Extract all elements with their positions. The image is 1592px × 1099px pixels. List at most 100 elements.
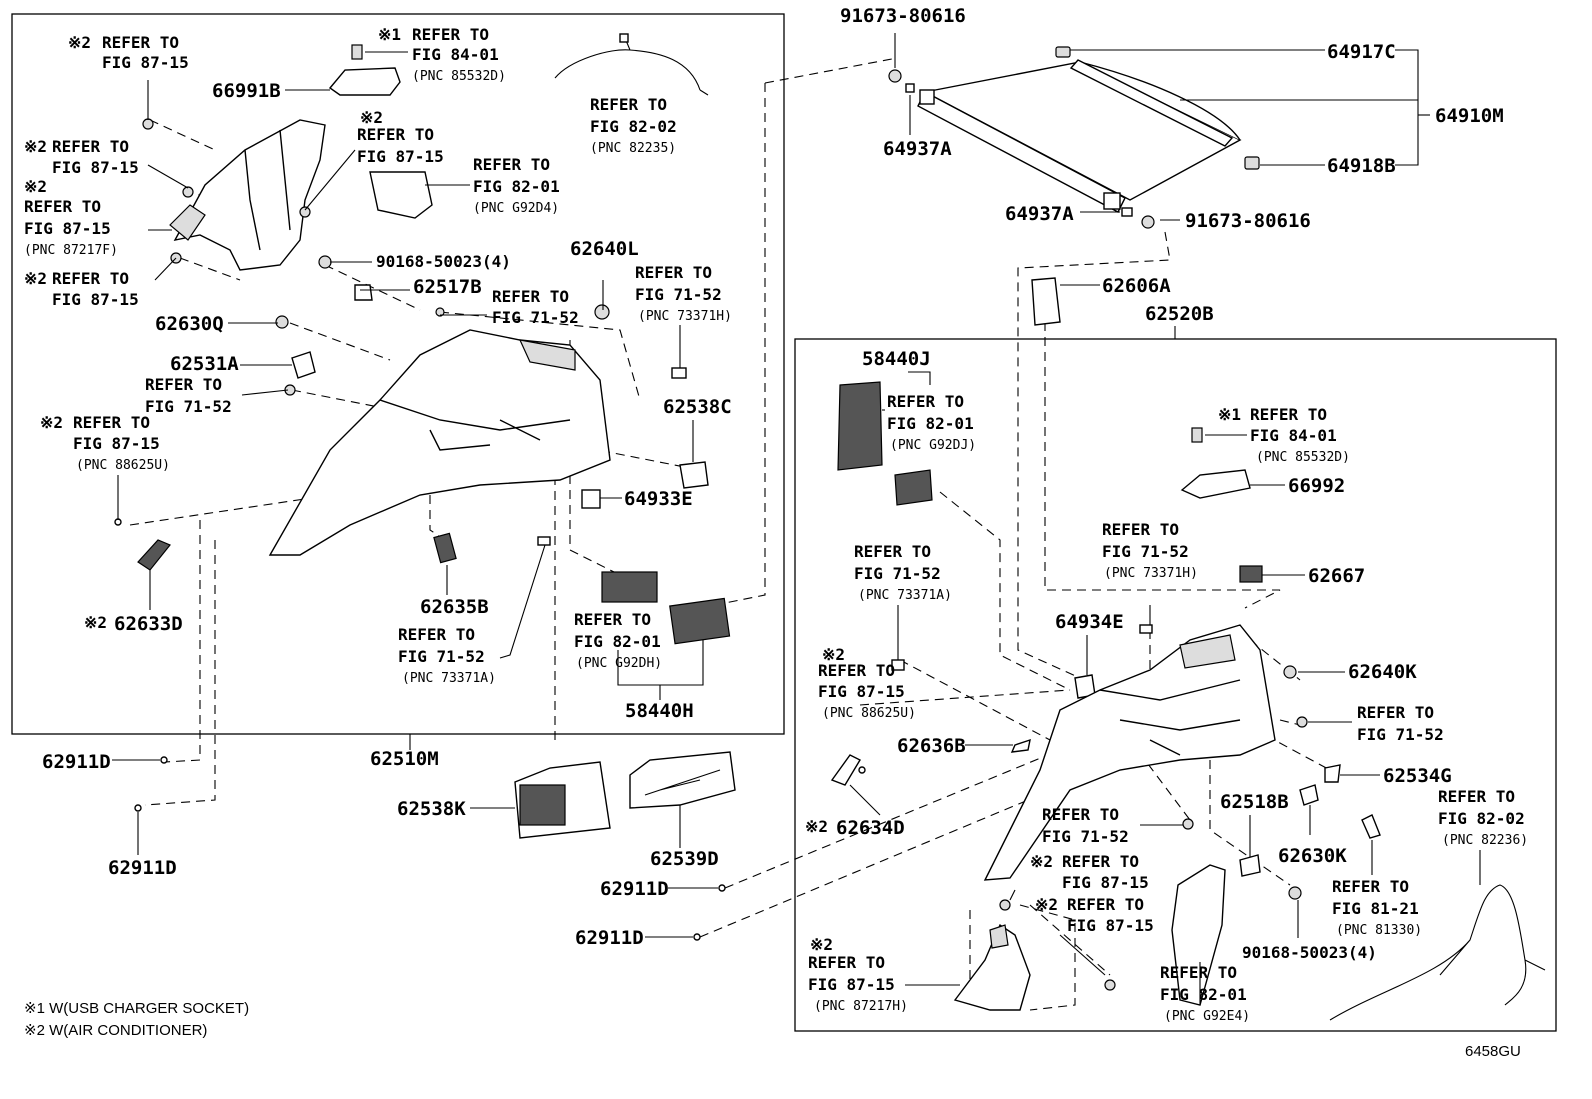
ref-text: REFER TO [52,137,129,156]
ref-text: REFER TO [887,392,964,411]
ref-mark: ※2 [40,413,63,432]
label-62539D: 62539D [650,848,719,870]
label-62635B: 62635B [420,596,489,618]
ref-mark: ※2 [822,645,845,664]
footnote-ac: ※2 W(AIR CONDITIONER) [24,1022,207,1039]
label-62911D-1: 62911D [42,751,111,773]
ref-fig: FIG 81-21 [1332,899,1419,918]
diagram-code: 6458GU [1465,1043,1521,1060]
ref-fig: FIG 87-15 [1067,916,1154,935]
label-62636B: 62636B [897,735,966,757]
ref-fig: FIG 71-52 [145,397,232,416]
grill-58440H-b [669,597,731,645]
ref-mark: ※2 [24,269,47,288]
ref-pnc: (PNC 88625U) [822,706,916,721]
part-62606A [1031,277,1061,326]
ref-pnc: (PNC 87217H) [814,999,908,1014]
ref-fig: FIG 87-15 [818,682,905,701]
ref-text: REFER TO [145,375,222,394]
label-64910M: 64910M [1435,105,1504,127]
ref-pnc: (PNC 73371A) [858,588,952,603]
vent-62633D [137,539,171,571]
ref-text: REFER TO [473,155,550,174]
label-62510M: 62510M [370,748,439,770]
ref-fig: FIG 71-52 [1102,542,1189,561]
ref-text: REFER TO [854,542,931,561]
ref-text: REFER TO [1357,703,1434,722]
ref-fig: FIG 71-52 [854,564,941,583]
ref-fig: FIG 84-01 [1250,426,1337,445]
ref-pnc: (PNC G92DJ) [890,438,976,453]
ref-mark: ※2 [24,177,47,196]
grill-58440H-a [601,571,658,603]
wire-harness-top [554,37,709,96]
ref-text: REFER TO [1042,805,1119,824]
ref-text: REFER TO [492,287,569,306]
label-62517B: 62517B [413,276,482,298]
label-66991B: 66991B [212,80,281,102]
tonneau-cover [888,46,1260,229]
left-assembly-frame [11,13,785,735]
label-62667: 62667 [1308,565,1365,587]
right-quarter-trim-main [983,624,1276,881]
ref-fig: FIG 82-01 [1160,985,1247,1004]
ref-mark: ※1 [378,25,401,44]
label-62531A: 62531A [170,353,239,375]
label-58440H: 58440H [625,700,694,722]
grill-58440J-b [894,469,933,506]
label-62630Q: 62630Q [155,313,224,335]
label-62606A: 62606A [1102,275,1171,297]
ref-mark: ※2 [805,817,828,836]
ref-pnc: (PNC 82235) [590,141,676,156]
ref-pnc: (PNC G92D4) [473,201,559,216]
ref-text: REFER TO [574,610,651,629]
ref-fig: FIG 82-02 [1438,809,1525,828]
ref-mark: ※1 [1218,405,1241,424]
ref-text: REFER TO [1250,405,1327,424]
ref-text: REFER TO [398,625,475,644]
ref-pnc: (PNC 81330) [1336,923,1422,938]
ref-text: REFER TO [1438,787,1515,806]
part-62667 [1239,565,1263,583]
label-90168-right: 90168-50023(4) [1242,943,1377,962]
ref-pnc: (PNC 73371H) [1104,566,1198,581]
ref-pnc: (PNC 85532D) [1256,450,1350,465]
ref-text: REFER TO [52,269,129,288]
labels: 91673-80616 64917C 64910M 64918B 64937A … [24,5,1528,1060]
label-62634D: 62634D [836,817,905,839]
ref-text: REFER TO [808,953,885,972]
ref-fig: FIG 82-01 [574,632,661,651]
left-upper-trim [169,119,326,271]
ref-fig: FIG 87-15 [73,434,160,453]
label-64918B: 64918B [1327,155,1396,177]
ref-mark: ※2 [84,613,107,632]
label-62630K: 62630K [1278,845,1347,867]
duct-G92E4 [1171,864,1226,1006]
ref-pnc: (PNC 85532D) [412,69,506,84]
ref-fig: FIG 87-15 [52,158,139,177]
ref-text: REFER TO [73,413,150,432]
ref-text: REFER TO [357,125,434,144]
ref-mark: ※2 [810,935,833,954]
ref-fig: FIG 71-52 [398,647,485,666]
ref-mark: ※2 [1030,852,1053,871]
wire-harness-bottom [1329,884,1546,1021]
ref-fig: FIG 71-52 [492,308,579,327]
label-62538K: 62538K [397,798,466,820]
label-62538C: 62538C [663,396,732,418]
label-62911D-4: 62911D [575,927,644,949]
label-62911D-3: 62911D [600,878,669,900]
leader-lines [112,33,1481,1005]
ref-fig: FIG 82-01 [887,414,974,433]
ref-pnc: (PNC 87217F) [24,243,118,258]
label-62534G: 62534G [1383,765,1452,787]
ref-text: REFER TO [590,95,667,114]
ref-pnc: (PNC 73371A) [402,671,496,686]
duct-air-vent [369,171,433,219]
ref-pnc: (PNC 73371H) [638,309,732,324]
label-62633D: 62633D [114,613,183,635]
right-lower-trim [953,923,1031,1011]
ref-fig: FIG 71-52 [1357,725,1444,744]
